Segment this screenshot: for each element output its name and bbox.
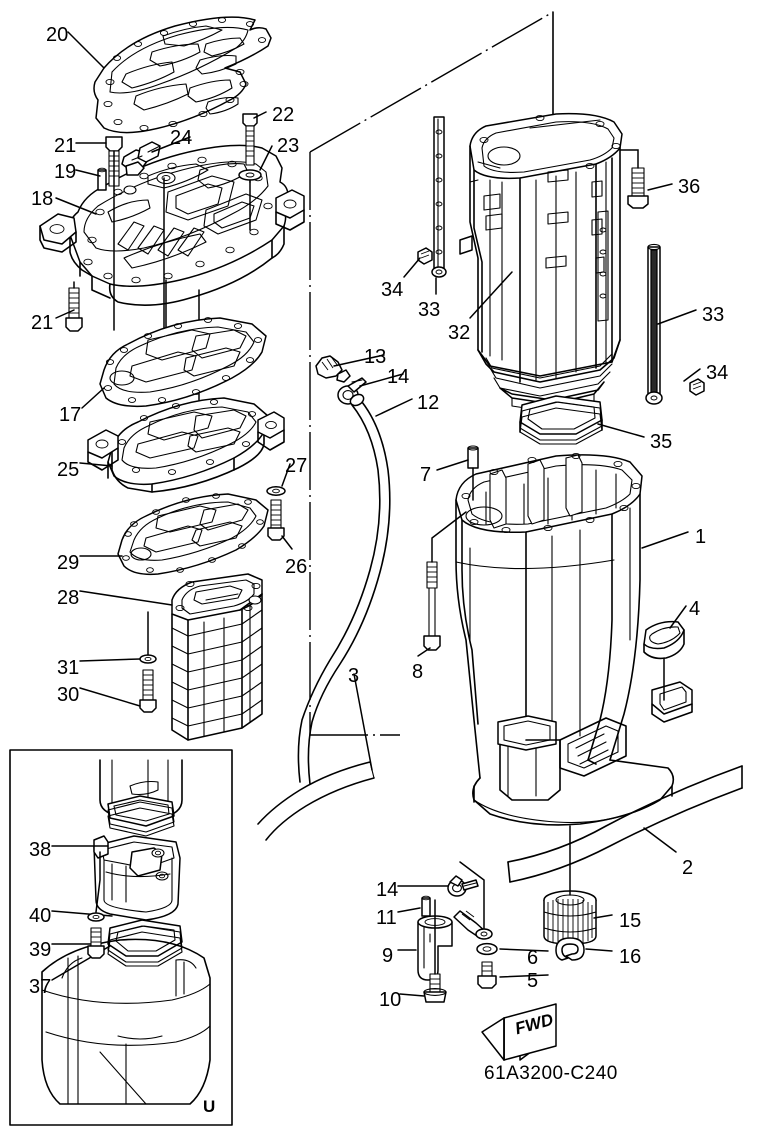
part-34-nut-left xyxy=(417,247,433,265)
callout-number-bushing: 15 xyxy=(619,910,642,932)
callout-number-bolt: 21 xyxy=(31,312,54,334)
part-6-washer xyxy=(476,942,498,956)
callout-number-clamp: 14 xyxy=(387,366,410,388)
callout-number-hose: 3 xyxy=(348,665,360,687)
part-1-upper-casing xyxy=(455,452,693,826)
callout-number-fitting: 24 xyxy=(170,127,193,149)
diagram-code: 61A3200-C240 xyxy=(484,1063,618,1084)
callout-number-gasket: 37 xyxy=(29,976,52,998)
inset-fasteners xyxy=(87,851,105,959)
part-13-hose-joint xyxy=(315,355,351,383)
callout-number-hose: 12 xyxy=(417,392,440,414)
callout-number-upper-casing: 1 xyxy=(695,526,707,548)
rivet-pin xyxy=(453,861,493,940)
callout-number-bolt: 26 xyxy=(285,556,308,578)
part-29-gasket xyxy=(117,493,269,576)
callout-number-hose: 2 xyxy=(682,857,694,879)
fwd-arrow xyxy=(481,1003,557,1061)
part-24-fitting xyxy=(121,141,161,176)
callout-number-exhaust-guide: 18 xyxy=(31,188,54,210)
callout-number-bolt: 5 xyxy=(527,970,539,992)
callout-number-anode: 4 xyxy=(689,598,701,620)
part-18-exhaust-guide xyxy=(39,144,305,306)
part-23-washer xyxy=(238,169,262,183)
callout-number-bolt: 22 xyxy=(272,104,295,126)
callout-number-bolt: 10 xyxy=(379,989,402,1011)
callout-number-nut: 34 xyxy=(706,362,729,384)
part-27-washer xyxy=(266,486,286,496)
part-31-washer xyxy=(139,654,157,664)
part-34-nut-right xyxy=(689,378,705,396)
part-7-dowel-pin xyxy=(467,445,479,501)
part-11-dowel-pin xyxy=(421,895,431,917)
callout-number-exhaust-manifold: 28 xyxy=(57,587,80,609)
part-28-exhaust-manifold xyxy=(171,573,263,741)
callout-number-bolt: 39 xyxy=(29,939,52,961)
callout-number-washer: 27 xyxy=(285,455,308,477)
callout-number-nut: 34 xyxy=(381,279,404,301)
callout-number-washer: 31 xyxy=(57,657,80,679)
part-12-hose xyxy=(297,393,391,785)
part-32-upper-casing xyxy=(459,112,623,413)
part-35-gasket xyxy=(519,395,603,445)
callout-number-bolt: 36 xyxy=(678,176,701,198)
callout-number-anode-rod: 33 xyxy=(418,299,441,321)
callout-number-exhaust-guide-gasket: 20 xyxy=(46,24,69,46)
callout-number-dowel-pin: 19 xyxy=(54,161,77,183)
callout-number-washer: 23 xyxy=(277,135,300,157)
callout-number-gasket: 17 xyxy=(59,404,82,426)
callout-number-dowel-pin: 11 xyxy=(376,907,397,929)
part-19-dowel-pin xyxy=(97,167,107,191)
part-22-bolt xyxy=(242,113,258,166)
callout-number-water-tube-bracket: 9 xyxy=(382,945,394,967)
part-33-anode-rod-right xyxy=(645,243,663,405)
callout-number-washer: 40 xyxy=(29,905,52,927)
part-5-bolt xyxy=(477,961,497,989)
part-30-bolt xyxy=(139,669,157,713)
callout-number-gasket: 29 xyxy=(57,552,80,574)
part-36-bolt xyxy=(627,167,649,209)
part-25-spacer xyxy=(87,397,285,493)
part-10-bolt xyxy=(423,973,447,1003)
callout-number-bolt: 21 xyxy=(54,135,77,157)
callout-number-anode-rod: 33 xyxy=(702,304,725,326)
part-16-circlip xyxy=(555,937,585,961)
callout-number-clamp: 14 xyxy=(376,879,399,901)
callout-number-gasket: 35 xyxy=(650,431,673,453)
callout-number-washer: 6 xyxy=(527,947,539,969)
callout-number-spacer: 25 xyxy=(57,459,80,481)
callout-number-upper-casing: 32 xyxy=(448,322,471,344)
part-15-bushing xyxy=(543,825,597,945)
part-3-hose-left xyxy=(257,761,375,841)
part-8-bolt-long xyxy=(423,511,467,651)
callout-number-dowel-pin: 7 xyxy=(420,464,432,486)
callout-number-bolt: 30 xyxy=(57,684,80,706)
callout-number-circlip: 16 xyxy=(619,946,642,968)
callout-number-hose-joint: 13 xyxy=(364,346,387,368)
part-21-bolt-upper xyxy=(105,136,123,187)
inset-box xyxy=(9,749,233,1126)
callout-number-oil-pan: 38 xyxy=(29,839,52,861)
inset-section-marker: U xyxy=(203,1097,216,1116)
callout-number-bolt: 8 xyxy=(412,661,424,683)
part-14-clamp-lower xyxy=(447,875,479,897)
callout-leader-lines xyxy=(51,31,701,997)
part-26-bolt xyxy=(267,499,285,541)
part-20-exhaust-guide-gasket xyxy=(93,16,272,134)
part-33-anode-rod-left xyxy=(431,116,447,278)
part-2-hose-lower xyxy=(507,765,743,883)
part-4-anode xyxy=(643,620,685,701)
section-boundary-lines xyxy=(309,11,554,736)
part-17-gasket xyxy=(99,317,267,408)
